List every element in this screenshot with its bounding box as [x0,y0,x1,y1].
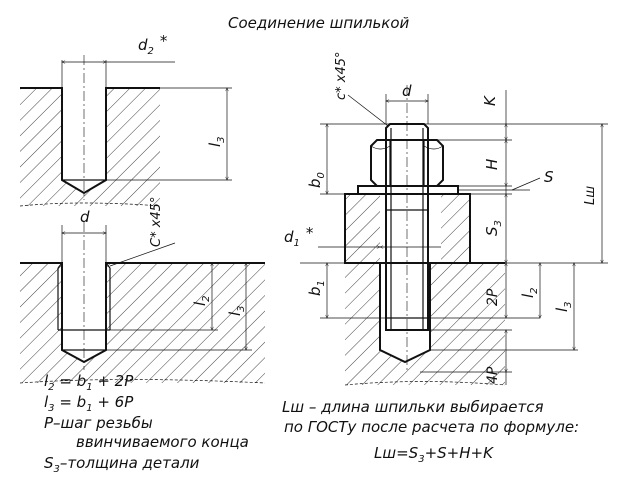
label-b0: b0 [306,172,327,188]
label-K: K [481,95,499,106]
label-S: S [544,168,554,186]
label-d1: d1* [284,224,314,249]
note-line1: Lш – длина шпильки выбирается [282,398,544,416]
label-H: H [483,159,501,170]
label-4P: 4P [485,366,501,384]
label-l3-top: l3 [206,136,227,147]
label-Lsh: Lш [583,186,598,205]
formula-l2: l2 = b1 + 2P [44,372,134,393]
label-l3-left: l3 [226,305,247,316]
blind-hole-view [19,55,232,207]
stud-assembly-view [300,85,608,386]
label-S3: S3 [483,220,504,236]
label-chamfer-left: C* x45° [149,197,164,247]
label-chamfer-right: c* x45° [334,51,349,100]
pitch-definition-line1: P–шаг резьбы [44,414,153,432]
threaded-hole-view [19,222,266,384]
drawing-title: Соединение шпилькой [228,14,410,32]
formula-l3: l3 = b1 + 6P [44,393,134,414]
label-2P: 2P [485,288,501,306]
label-l2-right: l2 [519,287,540,298]
label-d-left: d [80,208,90,226]
label-b1: b1 [306,280,327,296]
note-formula: Lш=S3+S+H+K [374,444,494,465]
label-l2-left: l2 [191,295,212,306]
label-d2: d2* [138,32,168,57]
s3-definition: S3–толщина детали [44,454,200,475]
label-l3-right: l3 [553,301,574,312]
label-d-right: d [402,82,412,100]
note-line2: по ГОСТу после расчета по формуле: [284,418,579,436]
pitch-definition-line2: ввинчиваемого конца [76,433,249,451]
